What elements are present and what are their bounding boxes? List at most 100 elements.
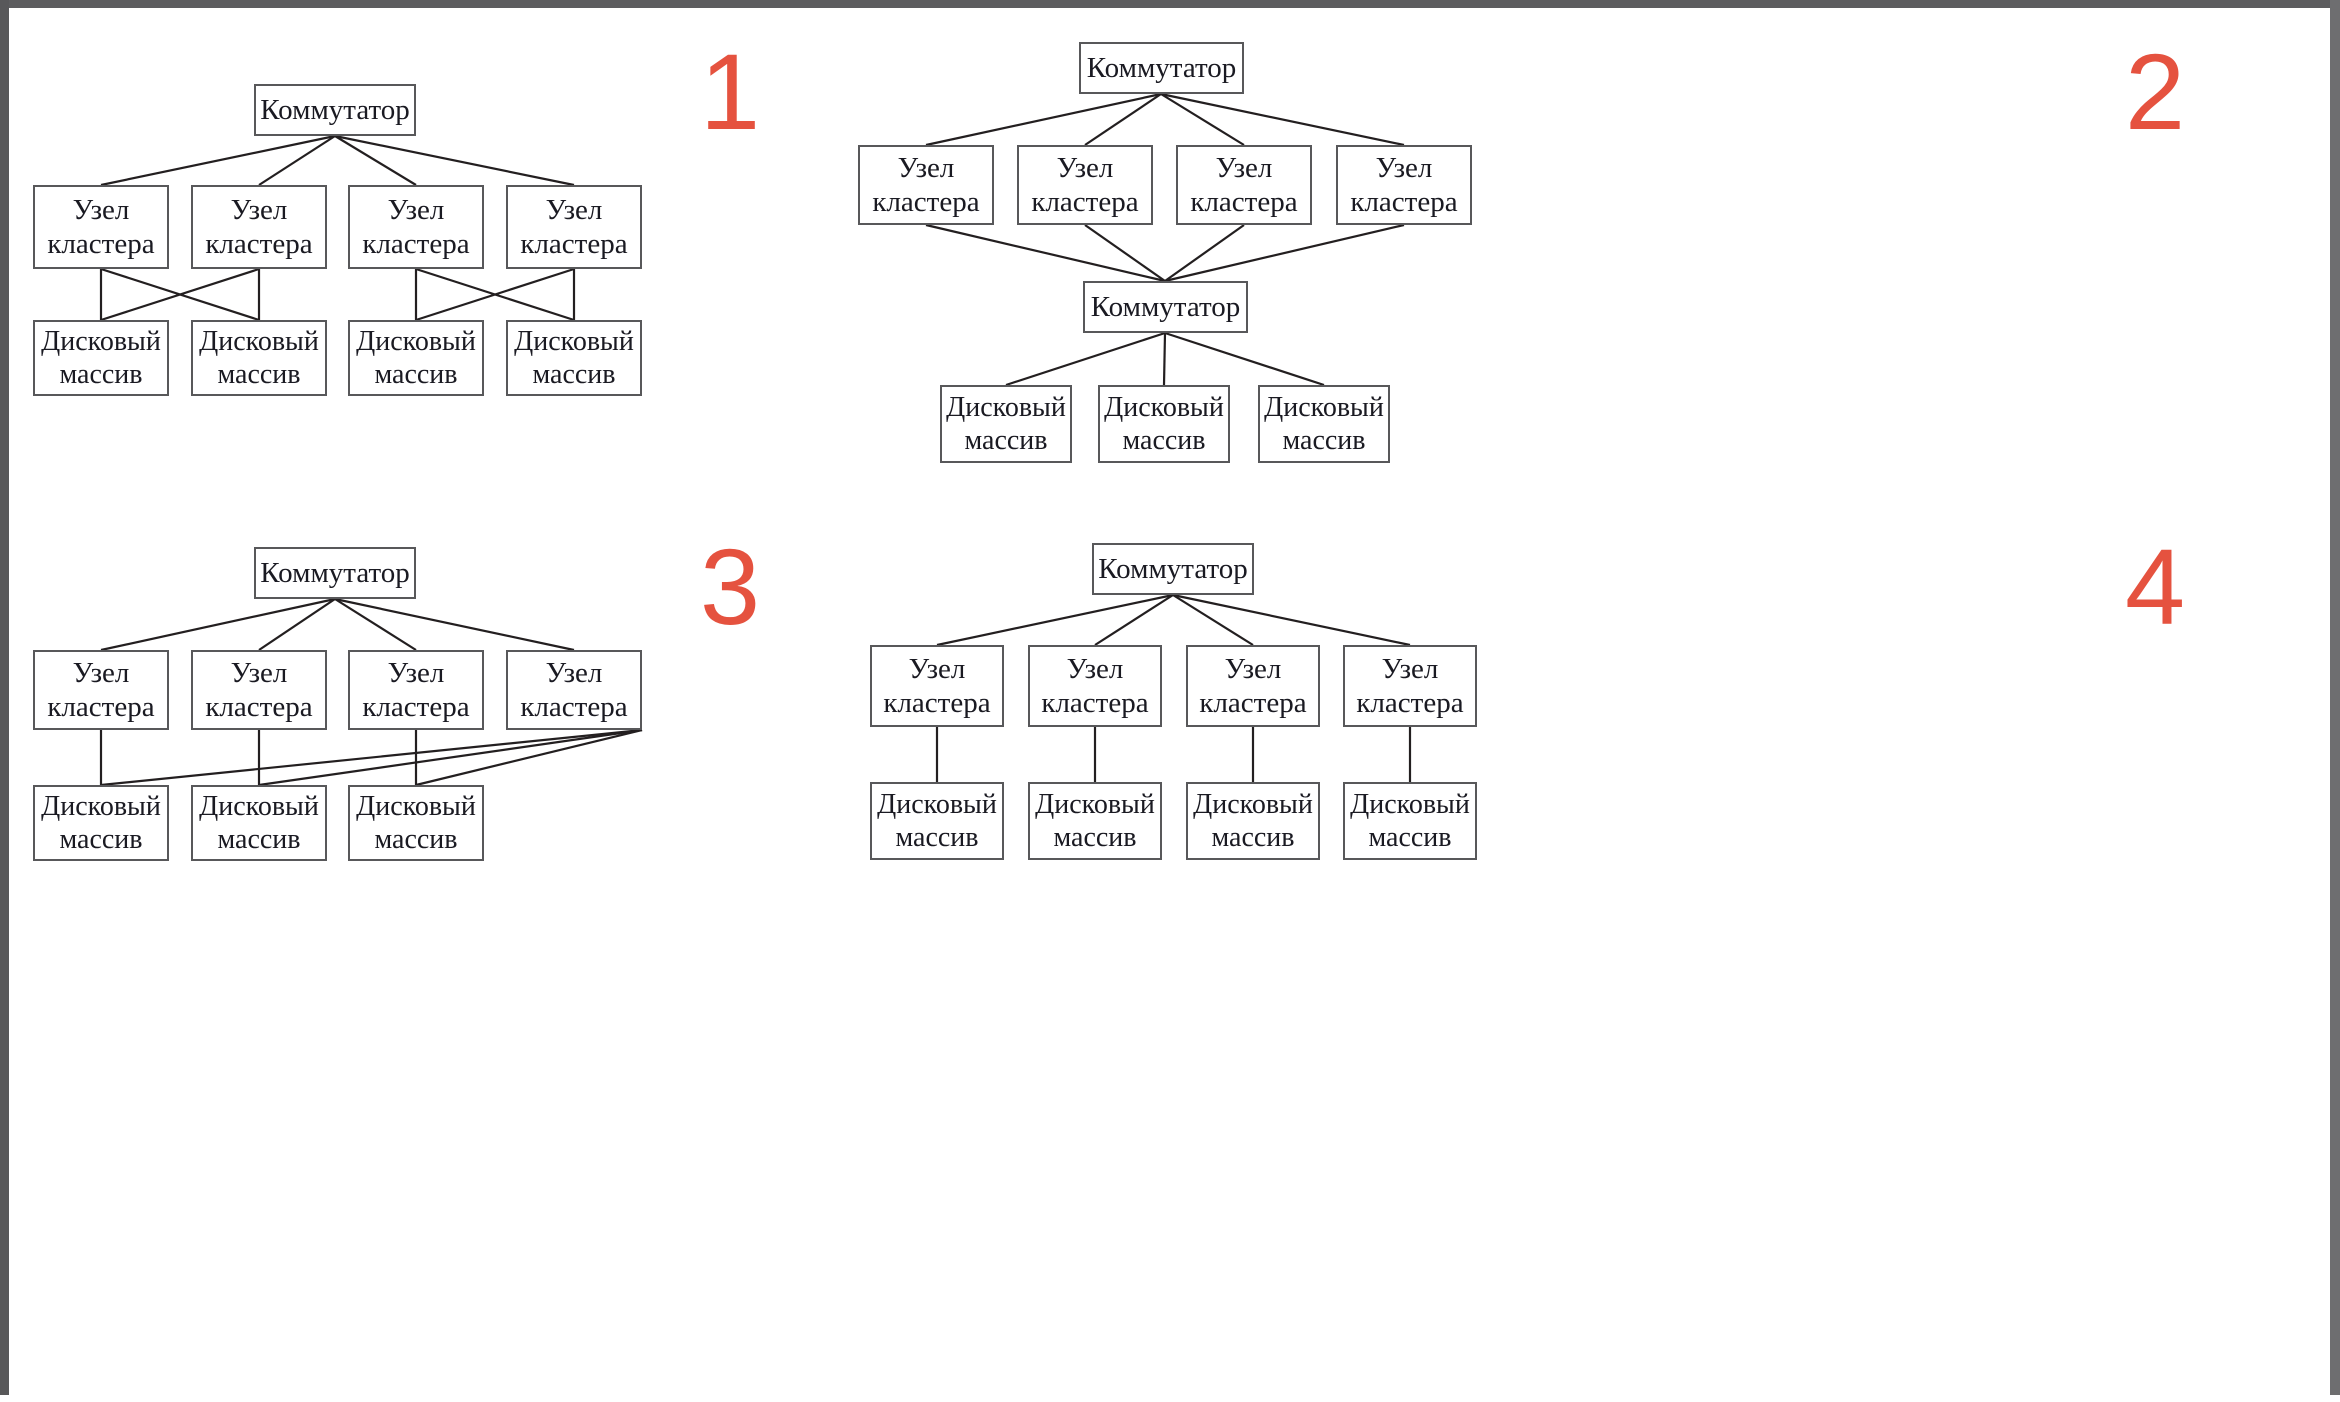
disk-array-box-label-line1: Дисковый [41,790,161,822]
panel-number-label: 4 [2125,526,2185,647]
disk-array-box-label-line2: массив [1368,822,1452,853]
cluster-node-box-label-line2: кластера [47,228,155,260]
cluster-node-box-label-line1: Узел [1056,151,1114,184]
cluster-node-box-label-line1: Узел [545,193,603,226]
connection-line [936,593,1174,647]
disk-array-box-label-line2: массив [964,425,1048,456]
disk-array-box-label-line2: массив [1282,425,1366,456]
cluster-node-box-label-line1: Узел [72,193,130,226]
cluster-node-box-label-line1: Узел [1381,652,1439,685]
cluster-node-box-label-line2: кластера [883,687,991,719]
switch-box-2[interactable]: Коммутатор [1083,281,1248,333]
disk-array-box-label-line2: массив [532,359,616,390]
disk-array-box-label-line2: массив [1122,425,1206,456]
scan-frame-left [0,0,9,1402]
cluster-node-box-label-line2: кластера [205,228,313,260]
scan-frame-bottom [0,1395,2340,1402]
cluster-node-box-label-line1: Узел [1375,151,1433,184]
cluster-node-box-label-line1: Узел [1066,652,1124,685]
connection-line [1172,594,1254,646]
disk-array-box-label-line1: Дисковый [877,788,997,820]
panel-number-label: 1 [700,31,760,152]
panel-number-label: 3 [700,526,760,647]
cluster-node-box-label-line2: кластера [520,228,628,260]
disk-array-box-label-line1: Дисковый [356,790,476,822]
disk-array-box-label-line2: массив [59,824,143,855]
switch-box-1[interactable]: Коммутатор [254,84,416,136]
switch-box-label-line1: Коммутатор [260,93,410,126]
disk-array-box-label-line1: Дисковый [199,790,319,822]
scan-frame-right [2330,0,2340,1402]
disk-array-box-label-line2: массив [895,822,979,853]
connection-line [1172,593,1411,647]
disk-array-box-label-line1: Дисковый [1193,788,1313,820]
disk-array-box-label-line2: массив [217,824,301,855]
cluster-node-box-label-line1: Узел [387,656,445,689]
cluster-node-box-label-line2: кластера [205,691,313,723]
disk-array-box-label-line2: массив [59,359,143,390]
cluster-node-box-label-line1: Узел [230,656,288,689]
switch-box-1[interactable]: Коммутатор [1079,42,1244,94]
cluster-node-box-label-line2: кластера [1041,687,1149,719]
disk-array-box-label-line1: Дисковый [514,325,634,357]
disk-array-box-label-line1: Дисковый [356,325,476,357]
disk-array-box-label-line1: Дисковый [1350,788,1470,820]
disk-array-box-label-line2: массив [217,359,301,390]
disk-array-box-label-line2: массив [374,359,458,390]
disk-array-box-label-line1: Дисковый [1104,391,1224,423]
disk-array-box-label-line1: Дисковый [1264,391,1384,423]
cluster-node-box-label-line1: Узел [897,151,955,184]
switch-box-1[interactable]: Коммутатор [254,547,416,599]
disk-array-box-label-line1: Дисковый [199,325,319,357]
cluster-node-box-label-line1: Узел [1224,652,1282,685]
switch-box-1[interactable]: Коммутатор [1092,543,1254,595]
cluster-node-box-label-line2: кластера [1031,186,1139,218]
cluster-node-box-label-line2: кластера [1199,687,1307,719]
cluster-node-box-label-line1: Узел [72,656,130,689]
cluster-node-box-label-line2: кластера [520,691,628,723]
cluster-node-box-label-line2: кластера [1356,687,1464,719]
connection-line [1094,594,1174,646]
cluster-node-box-label-line2: кластера [362,228,470,260]
cluster-node-box-label-line1: Узел [1215,151,1273,184]
disk-array-box-label-line2: массив [374,824,458,855]
disk-array-box-label-line1: Дисковый [1035,788,1155,820]
cluster-node-box-label-line1: Узел [908,652,966,685]
cluster-node-box-label-line2: кластера [1350,186,1458,218]
switch-box-label-line1: Коммутатор [1098,552,1248,585]
scan-frame-top [0,0,2340,8]
